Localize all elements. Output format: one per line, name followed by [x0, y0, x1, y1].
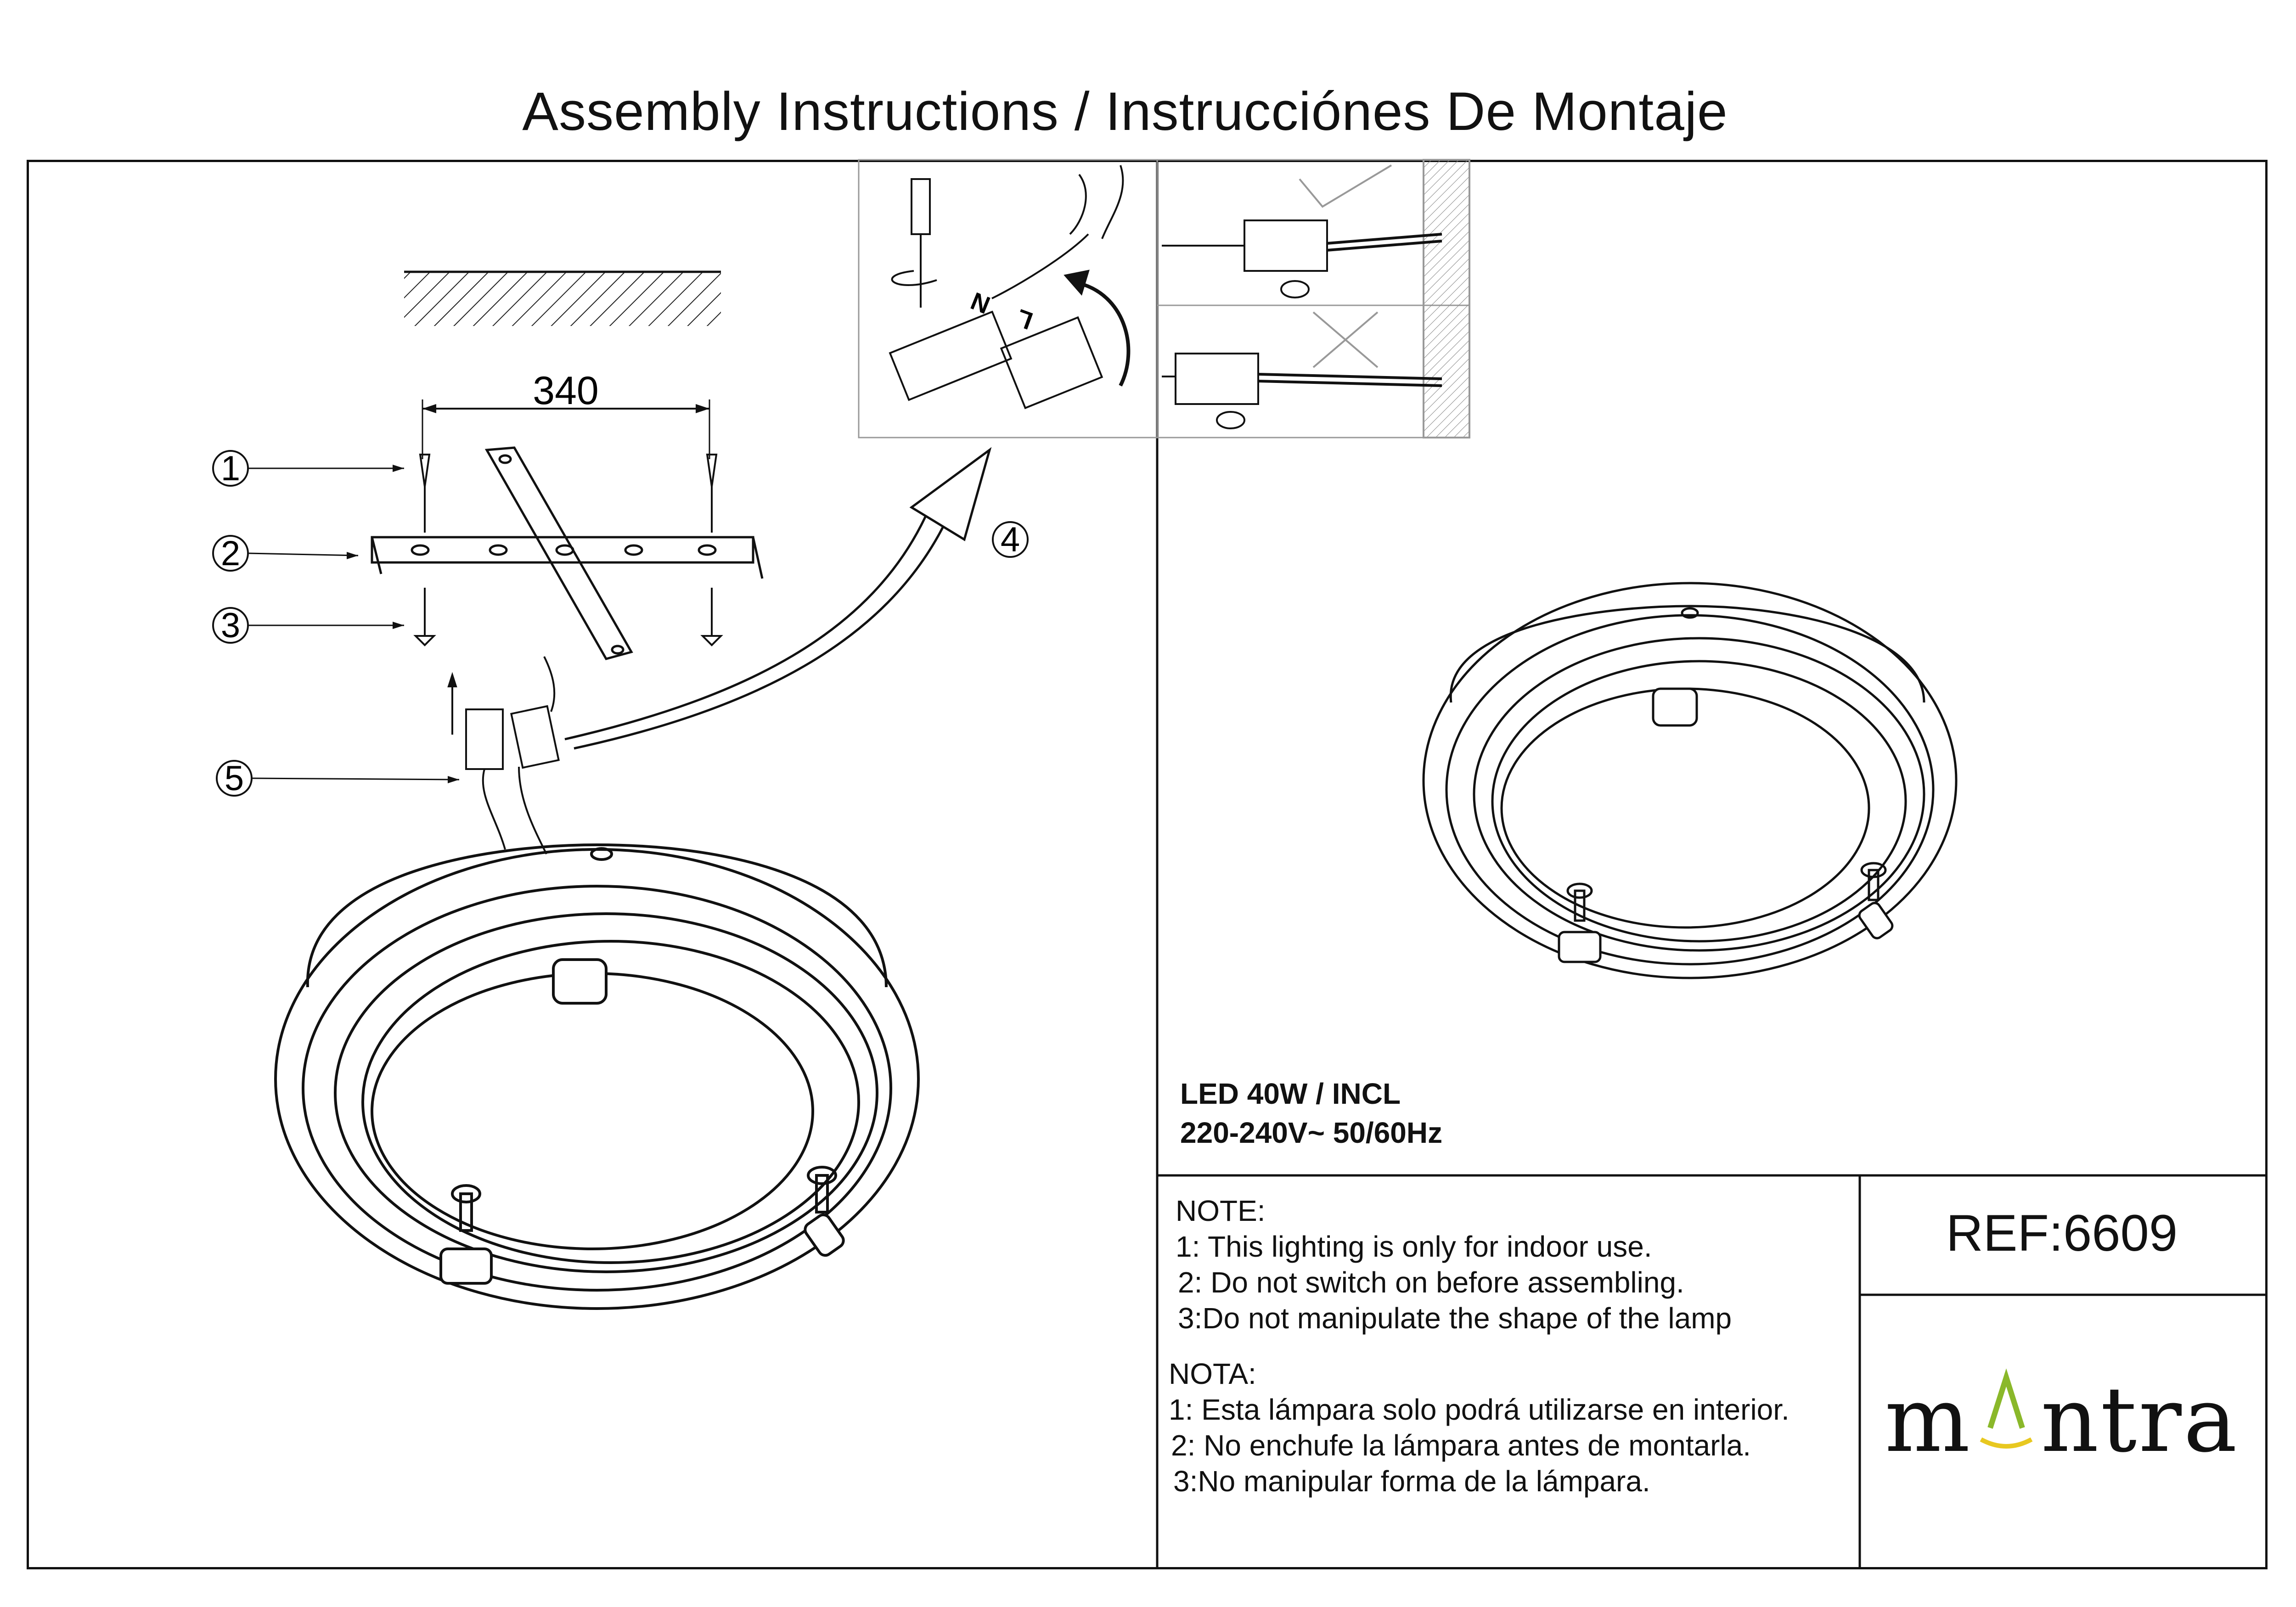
- spec-voltage: 220-240V~ 50/60Hz: [1180, 1116, 1443, 1149]
- wall-plug-right: [706, 454, 718, 533]
- install-detail: [1156, 159, 1470, 438]
- nota-item: 3:No manipular forma de la lámpara.: [1173, 1465, 1650, 1498]
- detail-arrow: [564, 447, 992, 750]
- wall-plug-left: [419, 454, 431, 533]
- callout-4: 4: [992, 520, 1029, 559]
- note-item: 1: This lighting is only for indoor use.: [1176, 1230, 1652, 1263]
- callout-number: 1: [221, 449, 240, 488]
- cross-mark-icon: [1312, 311, 1379, 368]
- reference-number: REF:6609: [1946, 1204, 2178, 1262]
- dimension-line: [422, 399, 710, 459]
- mounting-bracket: [371, 446, 764, 660]
- rotate-arrow-icon: [1083, 283, 1131, 387]
- brand-accent-icon: [1972, 1359, 2041, 1472]
- dimension-label: 340: [533, 369, 599, 413]
- callout-number: 5: [225, 759, 244, 798]
- screw-right: [700, 588, 723, 646]
- screwdriver-icon: [911, 178, 931, 235]
- callout-number: 4: [1001, 520, 1020, 559]
- spec-power: LED 40W / INCL: [1180, 1077, 1401, 1110]
- nota-item: 2: No enchufe la lámpara antes de montar…: [1171, 1429, 1751, 1462]
- callout-3: 3: [212, 606, 404, 645]
- note-item: 3:Do not manipulate the shape of the lam…: [1178, 1302, 1732, 1335]
- brand-text-end: ntra: [2041, 1368, 2239, 1472]
- note-heading: NOTE:: [1176, 1194, 1266, 1227]
- nota-item: 1: Esta lámpara solo podrá utilizarse en…: [1169, 1393, 1790, 1426]
- check-mark-icon: [1299, 164, 1392, 208]
- callout-number: 3: [221, 606, 240, 645]
- brand-logo: m ntra: [1860, 1359, 2264, 1472]
- note-item: 2: Do not switch on before assembling.: [1178, 1266, 1684, 1299]
- callout-2: 2: [212, 534, 359, 573]
- wire-label-n: N: [967, 287, 994, 319]
- lamp-right: [1422, 582, 1958, 979]
- page-title: Assembly Instructions / Instrucciónes De…: [522, 81, 1728, 142]
- screw-left: [413, 588, 436, 646]
- drawing-frame: [27, 160, 2268, 1569]
- terminal-block: [447, 656, 560, 854]
- callout-1: 1: [212, 449, 404, 488]
- wiring-detail: [858, 159, 1158, 438]
- rotate-arrow-icon: [891, 270, 937, 286]
- lamp-left: [274, 843, 920, 1310]
- wire-label-l: L: [1013, 303, 1036, 335]
- brand-text-start: m: [1885, 1368, 1972, 1472]
- ceiling-hatch-icon: [404, 270, 721, 326]
- nota-heading: NOTA:: [1169, 1357, 1256, 1390]
- callout-number: 2: [221, 534, 240, 573]
- callout-5: 5: [216, 759, 460, 798]
